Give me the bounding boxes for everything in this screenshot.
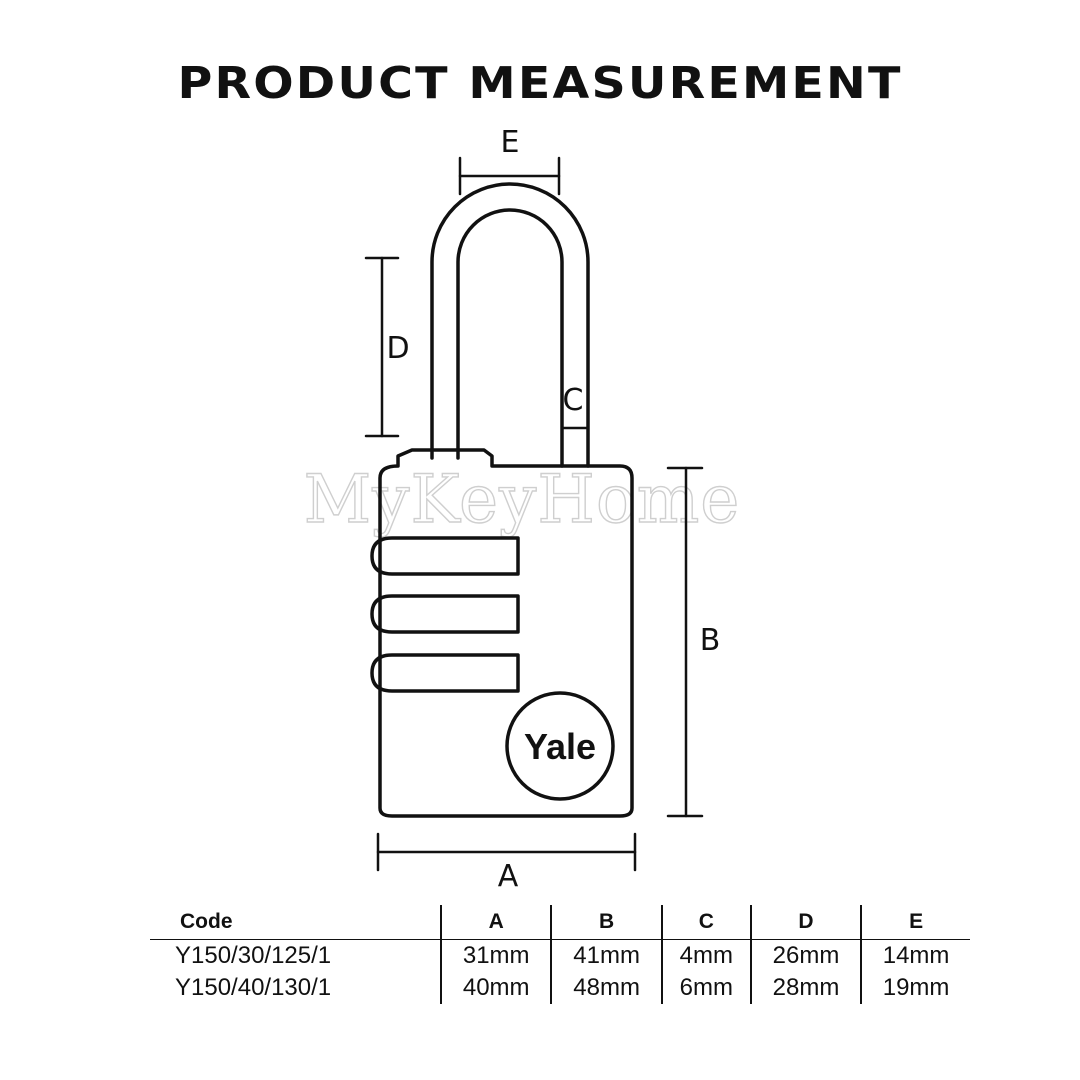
yale-logo-text: Yale bbox=[524, 726, 596, 767]
header-d: D bbox=[749, 905, 862, 940]
cell-d: 26mm bbox=[749, 939, 862, 972]
cell-e: 19mm bbox=[860, 972, 970, 1004]
page-title: PRODUCT MEASUREMENT bbox=[177, 58, 903, 109]
cell-a: 31mm bbox=[439, 939, 552, 972]
label-b: B bbox=[700, 623, 721, 658]
cell-e: 14mm bbox=[860, 939, 970, 972]
header-b: B bbox=[550, 905, 662, 940]
dimension-d bbox=[364, 256, 400, 438]
cell-c: 6mm bbox=[660, 972, 751, 1004]
label-a: A bbox=[498, 859, 519, 894]
combination-dial-1 bbox=[370, 536, 520, 576]
combination-dial-2 bbox=[370, 594, 520, 634]
cell-c: 4mm bbox=[660, 939, 751, 972]
dimension-a bbox=[376, 832, 637, 872]
cell-code: Y150/30/125/1 bbox=[175, 942, 332, 969]
table-row: Y150/40/130/1 40mm 48mm 6mm 28mm 19mm bbox=[150, 972, 970, 1004]
header-e: E bbox=[860, 905, 970, 940]
combination-dial-3 bbox=[370, 653, 520, 693]
lock-body bbox=[378, 448, 634, 818]
spec-table: Code A B C D E Y150/30/125/1 31mm 41mm 4… bbox=[150, 905, 970, 1004]
cell-b: 41mm bbox=[550, 939, 662, 972]
table-row: Y150/30/125/1 31mm 41mm 4mm 26mm 14mm bbox=[150, 939, 970, 972]
cell-d: 28mm bbox=[749, 972, 862, 1004]
header-a: A bbox=[439, 905, 552, 940]
dimension-e bbox=[458, 156, 561, 196]
label-e: E bbox=[501, 125, 520, 160]
label-c: C bbox=[563, 383, 584, 418]
dimension-b bbox=[666, 466, 704, 818]
cell-b: 48mm bbox=[550, 972, 662, 1004]
header-c: C bbox=[660, 905, 751, 940]
header-code: Code bbox=[150, 905, 441, 940]
watermark: MyKeyHome bbox=[304, 461, 741, 538]
cell-code: Y150/40/130/1 bbox=[175, 974, 332, 1001]
cell-a: 40mm bbox=[439, 972, 552, 1004]
label-d: D bbox=[386, 331, 409, 366]
padlock-diagram: MyKeyHome bbox=[303, 125, 741, 894]
yale-logo-circle bbox=[505, 691, 615, 801]
table-header-row: Code A B C D E bbox=[150, 905, 970, 940]
shackle bbox=[430, 182, 590, 468]
